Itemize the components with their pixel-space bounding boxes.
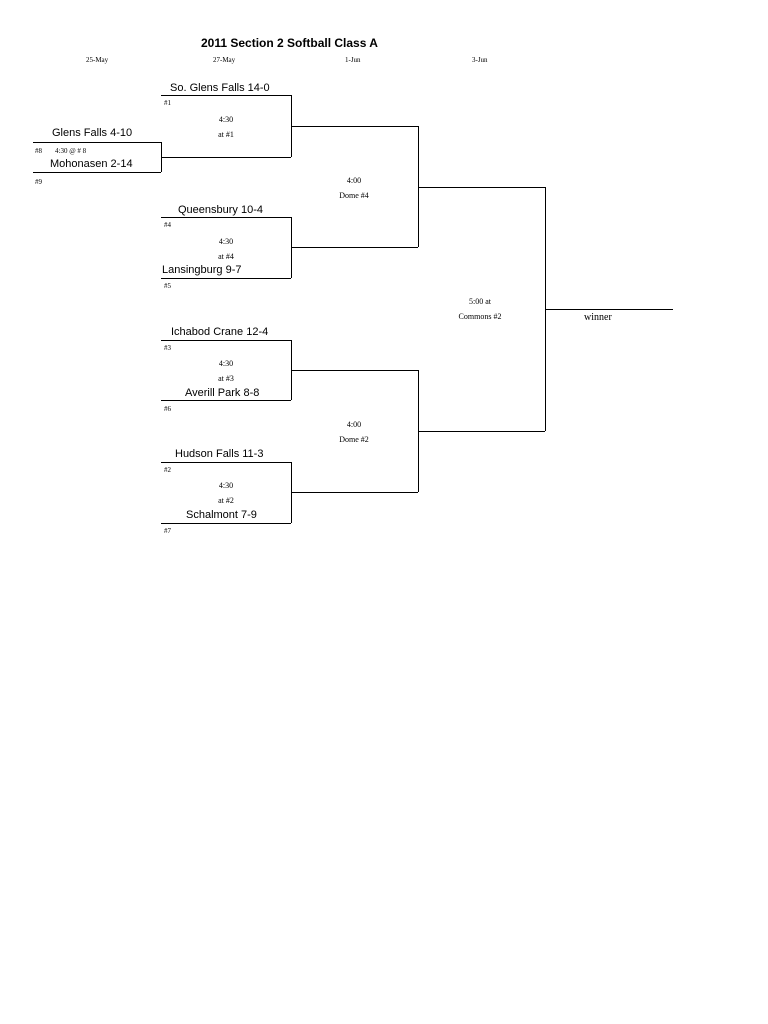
date-round-4: 3-Jun: [472, 56, 488, 64]
qf1-line-a: [161, 95, 291, 96]
qf1-time: 4:30: [218, 115, 234, 124]
qf3-time: 4:30: [218, 359, 234, 368]
prelim-info: 4:30 @ # 8: [55, 147, 87, 155]
sf1-time: 4:00: [346, 176, 362, 185]
qf4-site: at #2: [218, 496, 234, 505]
final-line-a: [418, 187, 545, 188]
sf1-connector: [418, 126, 419, 247]
prelim-team-a: Glens Falls 4-10: [52, 127, 133, 139]
qf2-site: at #4: [218, 252, 234, 261]
qf4-seed-b: #7: [164, 527, 171, 535]
sf1-line-b: [291, 247, 418, 248]
qf2-line-a: [161, 217, 291, 218]
qf3-site: at #3: [218, 374, 234, 383]
qf4-time: 4:30: [218, 481, 234, 490]
qf4-line-b: [161, 523, 291, 524]
final-site: Commons #2: [458, 312, 502, 321]
date-round-3: 1-Jun: [345, 56, 361, 64]
sf2-site: Dome #2: [339, 435, 369, 444]
prelim-line-a: [33, 142, 161, 143]
qf4-team-b: Schalmont 7-9: [186, 509, 257, 521]
qf3-team-b: Averill Park 8-8: [185, 387, 260, 399]
sf2-time: 4:00: [346, 420, 362, 429]
qf3-line-a: [161, 340, 291, 341]
qf3-team-a: Ichabod Crane 12-4: [171, 326, 269, 338]
sf1-site: Dome #4: [339, 191, 369, 200]
page-title: 2011 Section 2 Softball Class A: [201, 36, 378, 50]
qf1-site: at #1: [218, 130, 234, 139]
qf4-team-a: Hudson Falls 11-3: [175, 448, 264, 460]
qf3-seed-a: #3: [164, 344, 171, 352]
qf2-seed-a: #4: [164, 221, 171, 229]
prelim-line-b: [33, 172, 161, 173]
date-round-1: 25-May: [86, 56, 109, 64]
qf1-seed-a: #1: [164, 99, 171, 107]
winner-label: winner: [584, 312, 612, 323]
final-line-b: [418, 431, 545, 432]
qf1-team-a: So. Glens Falls 14-0: [170, 82, 270, 94]
qf4-seed-a: #2: [164, 466, 171, 474]
date-round-2: 27-May: [213, 56, 236, 64]
winner-line: [545, 309, 673, 310]
sf2-line-b: [291, 492, 418, 493]
prelim-team-b: Mohonasen 2-14: [50, 158, 133, 170]
prelim-seed-b: #9: [35, 178, 42, 186]
qf3-seed-b: #6: [164, 405, 171, 413]
prelim-seed-a: #8: [35, 147, 42, 155]
final-time: 5:00 at: [469, 297, 491, 306]
qf2-seed-b: #5: [164, 282, 171, 290]
qf2-line-b: [161, 278, 291, 279]
qf4-line-a: [161, 462, 291, 463]
qf2-team-a: Queensbury 10-4: [178, 204, 263, 216]
qf3-line-b: [161, 400, 291, 401]
sf2-line-a: [291, 370, 418, 371]
qf1-line-b: [161, 157, 291, 158]
qf2-team-b: Lansingburg 9-7: [162, 264, 242, 276]
qf2-time: 4:30: [218, 237, 234, 246]
sf1-line-a: [291, 126, 418, 127]
